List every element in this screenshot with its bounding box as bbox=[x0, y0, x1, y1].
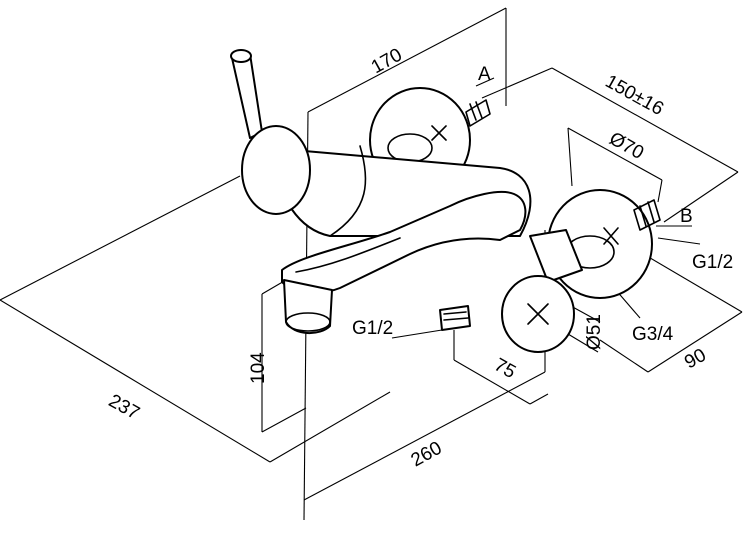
dim-104-label: 104 bbox=[248, 352, 269, 384]
dimension-lines bbox=[0, 7, 743, 521]
handle-cap bbox=[241, 125, 311, 215]
dim-150-label: 150±16 bbox=[602, 71, 668, 120]
label-b: B bbox=[680, 206, 693, 227]
connection-nut bbox=[529, 229, 583, 283]
dim-70-label: Ø70 bbox=[606, 128, 648, 164]
spout bbox=[281, 190, 527, 294]
dim-90-label: 90 bbox=[681, 345, 710, 374]
dim-51-label: Ø51 bbox=[584, 314, 605, 350]
thread-outlet-label: G1/2 bbox=[352, 318, 393, 339]
lever-handle bbox=[231, 53, 263, 139]
dim-75-label: 75 bbox=[490, 354, 519, 383]
spout-outlet bbox=[283, 279, 333, 334]
dim-260-label: 260 bbox=[408, 438, 446, 472]
thread-b-label: G1/2 bbox=[692, 252, 733, 273]
label-a: A bbox=[478, 64, 491, 85]
dim-170-label: 170 bbox=[368, 45, 406, 79]
thread-handle-label: G3/4 bbox=[632, 324, 674, 345]
faucet-body bbox=[230, 49, 661, 353]
dim-237-label: 237 bbox=[105, 391, 143, 425]
